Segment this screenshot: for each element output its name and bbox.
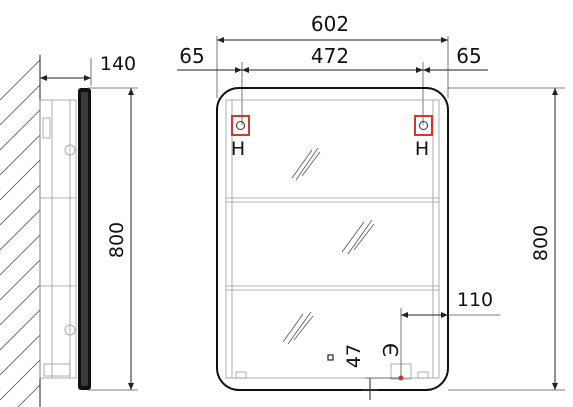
light-switch-marker [327, 354, 334, 361]
cabinet-inner-outline [225, 99, 440, 379]
total-width-label: 602 [311, 12, 349, 36]
socket-height-label: 47 [343, 344, 365, 368]
right-offset-label: 65 [456, 44, 481, 68]
hinge-right-marker [414, 115, 433, 136]
depth-label: 140 [100, 53, 136, 75]
side-height-label: 800 [106, 222, 128, 258]
hinge-left-label: H [231, 138, 245, 160]
glass-reflection [282, 147, 375, 345]
cabinet-body-side [39, 99, 77, 379]
side-view: 140 800 [0, 53, 138, 407]
hinge-left: H [231, 115, 250, 160]
inner-width-label: 472 [311, 44, 349, 68]
front-view: 602 65 472 65 [177, 12, 565, 400]
socket-label: Э [379, 343, 403, 357]
hinge-left-marker [231, 115, 250, 136]
left-offset-label: 65 [179, 44, 204, 68]
socket-offset-label: 110 [457, 289, 493, 311]
wall-hatching [0, 59, 40, 407]
mirror-outline [216, 87, 449, 391]
front-height-label: 800 [530, 225, 552, 261]
hinge-right: H [414, 115, 433, 160]
hinge-right-label: H [415, 138, 429, 160]
socket: Э [379, 343, 412, 381]
